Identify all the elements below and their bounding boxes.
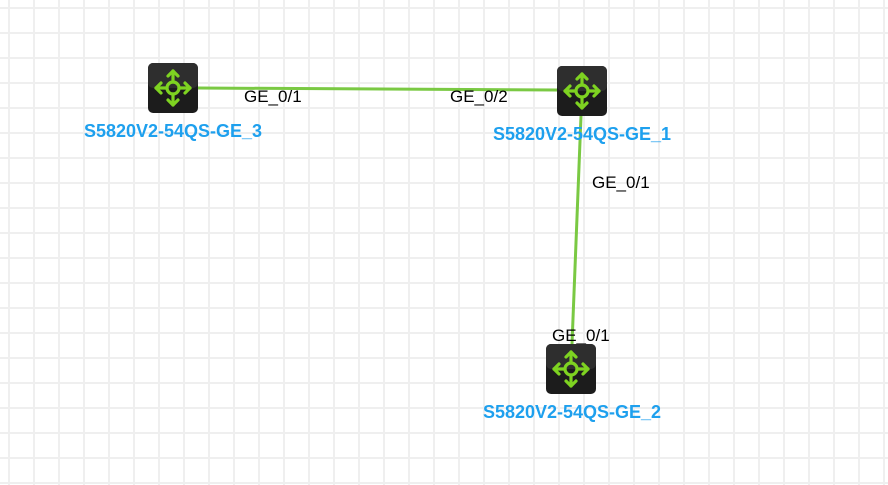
device-label: S5820V2-54QS-GE_2 [483,402,661,422]
device-ge2[interactable]: S5820V2-54QS-GE_2 [483,342,661,422]
port-label: GE_0/1 [592,173,650,192]
device-ge1[interactable]: S5820V2-54QS-GE_1 [493,64,671,144]
link-ge3-ge1[interactable] [197,86,558,92]
port-label: GE_0/2 [450,87,508,106]
device-label: S5820V2-54QS-GE_1 [493,124,671,144]
port-label: GE_0/1 [244,87,302,106]
switch-icon[interactable] [555,64,609,118]
switch-icon[interactable] [146,61,200,115]
device-ge3[interactable]: S5820V2-54QS-GE_3 [84,61,262,141]
device-label: S5820V2-54QS-GE_3 [84,121,262,141]
port-label: GE_0/1 [552,326,610,345]
link-ge1-ge2[interactable] [570,115,583,345]
switch-icon[interactable] [544,342,598,396]
